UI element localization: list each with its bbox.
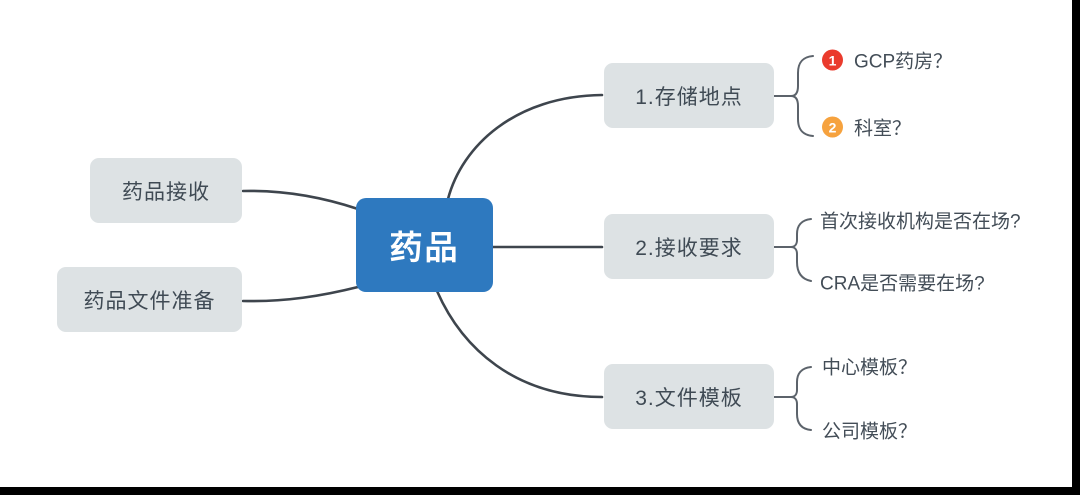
node-file-templates-label: 3.文件模板 xyxy=(635,386,743,410)
node-drug-receive-label: 药品接收 xyxy=(122,180,210,204)
node-drug-doc-prep-label: 药品文件准备 xyxy=(83,289,216,313)
subitem-gcp-pharmacy[interactable]: 1 GCP药房？ xyxy=(822,47,952,74)
connector-root-to-branch1 xyxy=(446,93,604,201)
connector-root-to-branch3 xyxy=(435,289,604,399)
root-node[interactable]: 药品 xyxy=(356,198,493,292)
root-node-label: 药品 xyxy=(389,229,460,266)
screen-edge-bottom xyxy=(0,487,1080,495)
screen-edge-right xyxy=(1072,0,1080,495)
node-drug-doc-prep[interactable]: 药品文件准备 xyxy=(57,267,242,332)
node-storage-location-label: 1.存储地点 xyxy=(635,85,743,109)
subitem-first-receive-onsite[interactable]: 首次接收机构是否在场? xyxy=(820,207,1021,234)
node-drug-receive[interactable]: 药品接收 xyxy=(90,158,242,223)
node-receive-requirements[interactable]: 2.接收要求 xyxy=(604,214,774,279)
subitem-first-receive-onsite-label: 首次接收机构是否在场? xyxy=(820,211,1021,233)
subitem-cra-onsite-label: CRA是否需要在场? xyxy=(820,273,985,295)
brace-branch2 xyxy=(790,218,812,282)
brace-branch3 xyxy=(790,366,812,431)
subitem-center-template[interactable]: 中心模板？ xyxy=(822,353,917,380)
node-storage-location[interactable]: 1.存储地点 xyxy=(604,63,774,128)
badge-1-icon: 1 xyxy=(822,49,843,71)
node-receive-requirements-label: 2.接收要求 xyxy=(635,236,743,260)
brace-branch1 xyxy=(790,55,814,137)
connector-left2-to-root xyxy=(241,285,360,303)
node-file-templates[interactable]: 3.文件模板 xyxy=(604,364,774,429)
subitem-company-template[interactable]: 公司模板？ xyxy=(822,417,917,444)
connector-left1-to-root xyxy=(241,189,360,211)
subitem-company-template-label: 公司模板？ xyxy=(822,421,918,443)
badge-2-icon: 2 xyxy=(822,116,843,138)
subitem-center-template-label: 中心模板？ xyxy=(822,357,918,379)
subitem-cra-onsite[interactable]: CRA是否需要在场? xyxy=(820,269,985,296)
subitem-department-label: 科室？ xyxy=(854,118,912,140)
subitem-department[interactable]: 2 科室？ xyxy=(822,114,911,141)
subitem-gcp-pharmacy-label: GCP药房？ xyxy=(854,51,953,73)
